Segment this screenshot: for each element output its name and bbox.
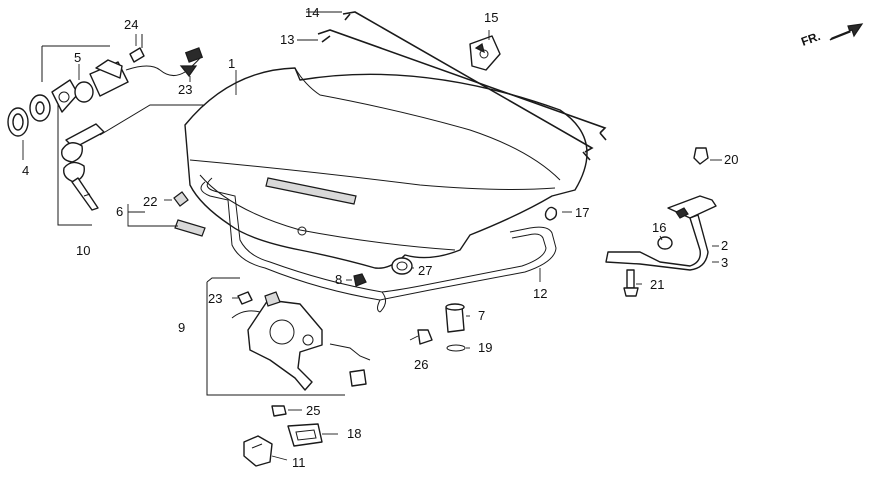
rubber-stopper bbox=[445, 303, 465, 333]
callout-labels: 1 2 3 4 5 6 7 8 9 10 11 12 13 14 15 16 1… bbox=[22, 5, 738, 470]
callout-12: 12 bbox=[533, 286, 547, 301]
callout-26: 26 bbox=[414, 357, 428, 372]
lid-opener-bumper bbox=[127, 191, 206, 237]
front-direction-label: FR. bbox=[799, 29, 822, 49]
latch-bolt bbox=[417, 329, 433, 345]
front-direction-indicator: FR. bbox=[799, 23, 864, 49]
callout-10: 10 bbox=[76, 243, 90, 258]
callout-21: 21 bbox=[650, 277, 664, 292]
hinge-bolts bbox=[623, 147, 709, 297]
callout-8: 8 bbox=[335, 272, 342, 287]
lid-grommet bbox=[391, 257, 413, 275]
callout-22: 22 bbox=[143, 194, 157, 209]
callout-7: 7 bbox=[478, 308, 485, 323]
trunk-lid bbox=[184, 67, 588, 269]
weatherstrip bbox=[200, 177, 557, 313]
lock-cylinder-assembly bbox=[7, 34, 205, 226]
o-ring bbox=[446, 344, 466, 352]
lid-bumper bbox=[544, 206, 558, 221]
leader-lines bbox=[22, 11, 722, 461]
callout-17: 17 bbox=[575, 205, 589, 220]
callout-3: 3 bbox=[721, 255, 728, 270]
callout-6: 6 bbox=[116, 204, 123, 219]
callout-27: 27 bbox=[418, 263, 432, 278]
callout-24: 24 bbox=[124, 17, 138, 32]
callout-15: 15 bbox=[484, 10, 498, 25]
callout-11: 11 bbox=[292, 455, 306, 470]
striker-screw bbox=[271, 405, 287, 417]
striker-cover bbox=[287, 423, 323, 447]
callout-13: 13 bbox=[280, 32, 294, 47]
callout-25: 25 bbox=[306, 403, 320, 418]
callout-23-latch: 23 bbox=[208, 291, 222, 306]
callout-9: 9 bbox=[178, 320, 185, 335]
callout-20: 20 bbox=[724, 152, 738, 167]
callout-14: 14 bbox=[305, 5, 319, 20]
callout-23-lock: 23 bbox=[178, 82, 192, 97]
callout-4: 4 bbox=[22, 163, 29, 178]
callout-16: 16 bbox=[652, 220, 666, 235]
trunk-striker bbox=[243, 435, 273, 467]
callout-2: 2 bbox=[721, 238, 728, 253]
callout-5: 5 bbox=[74, 50, 81, 65]
callout-18: 18 bbox=[347, 426, 361, 441]
callout-1: 1 bbox=[228, 56, 235, 71]
rod-holder bbox=[469, 35, 501, 71]
support-rods bbox=[317, 11, 607, 161]
bumper-stopper bbox=[353, 273, 367, 287]
front-arrow-icon bbox=[829, 23, 864, 41]
callout-19: 19 bbox=[478, 340, 492, 355]
latch-assembly bbox=[206, 277, 371, 396]
